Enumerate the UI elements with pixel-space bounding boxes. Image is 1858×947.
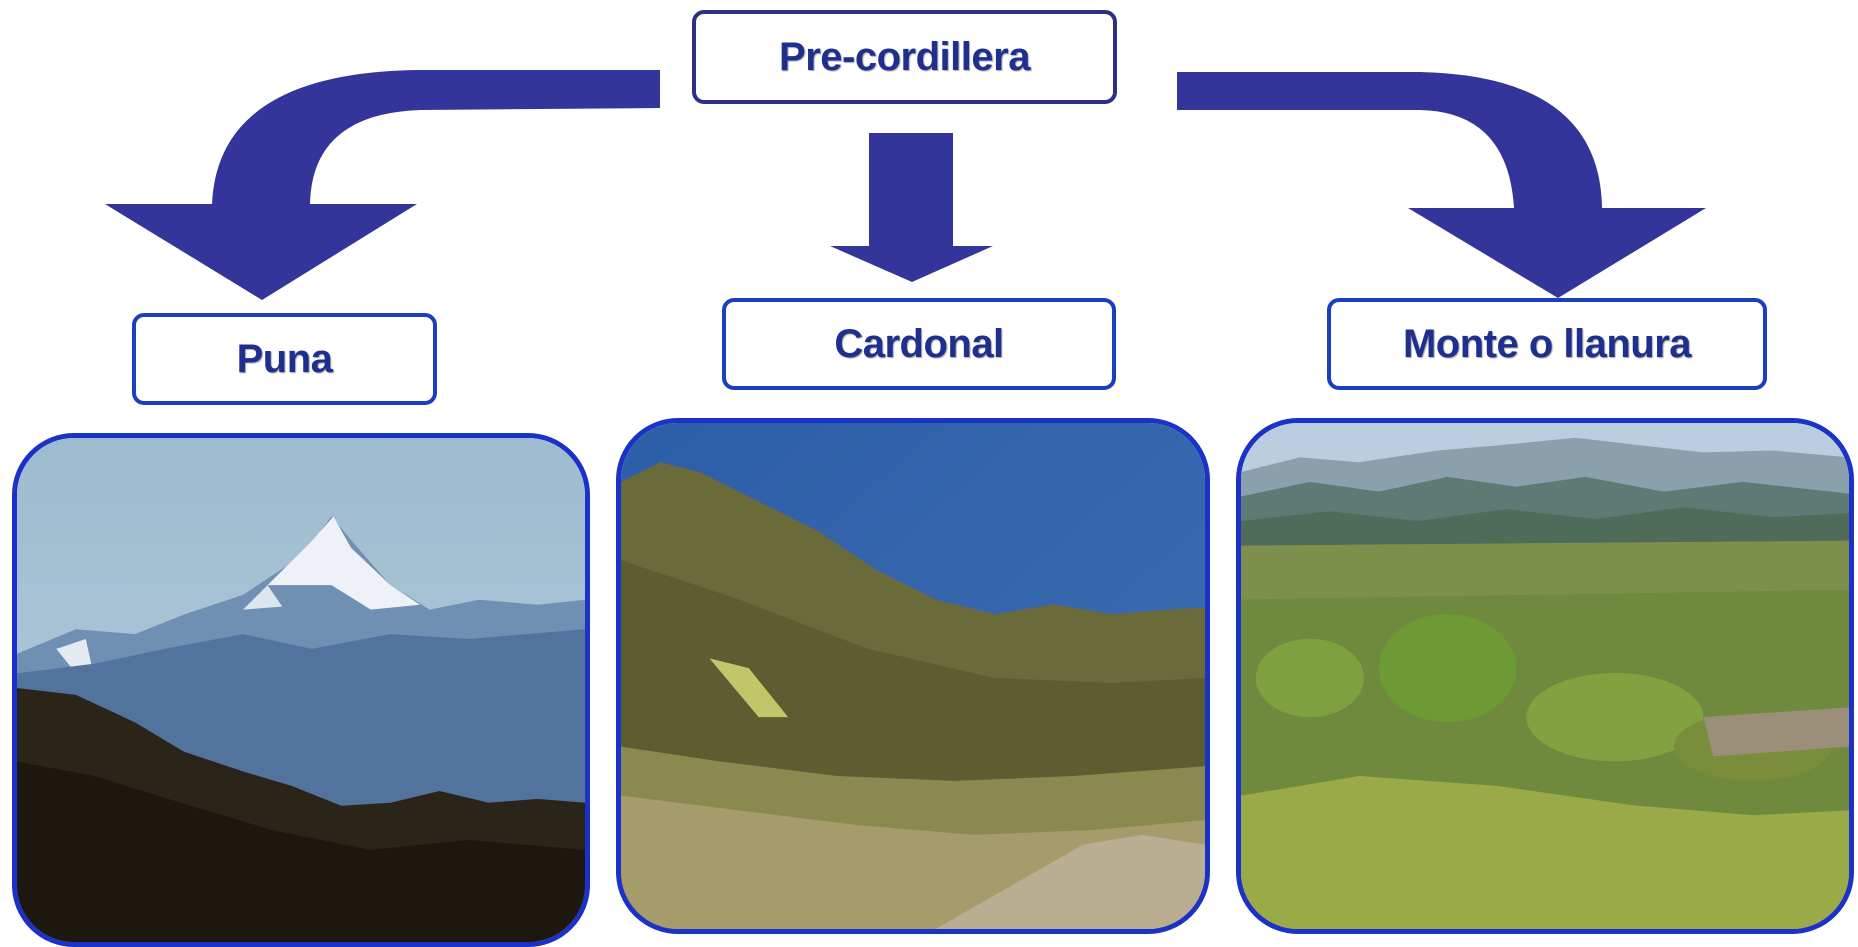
node-label: Cardonal xyxy=(834,321,1004,366)
photo-cardonal xyxy=(616,418,1210,934)
node-label: Monte o llanura xyxy=(1402,321,1692,366)
arrow-to-cardonal xyxy=(830,133,993,282)
node-cardonal: Cardonal xyxy=(722,298,1116,390)
node-monte-o-llanura: Monte o llanura xyxy=(1327,298,1767,390)
arrow-to-puna xyxy=(105,70,660,300)
node-label: Pre-cordillera xyxy=(779,34,1030,79)
arrow-to-monte xyxy=(1177,72,1706,298)
node-label: Puna xyxy=(236,336,333,381)
photo-puna xyxy=(12,433,590,947)
hillside-image xyxy=(621,423,1205,929)
shrubland-image xyxy=(1241,423,1849,929)
node-puna: Puna xyxy=(132,313,437,405)
node-pre-cordillera: Pre-cordillera xyxy=(692,10,1117,104)
mountain-peak-image xyxy=(17,438,585,942)
photo-monte-o-llanura xyxy=(1236,418,1854,934)
